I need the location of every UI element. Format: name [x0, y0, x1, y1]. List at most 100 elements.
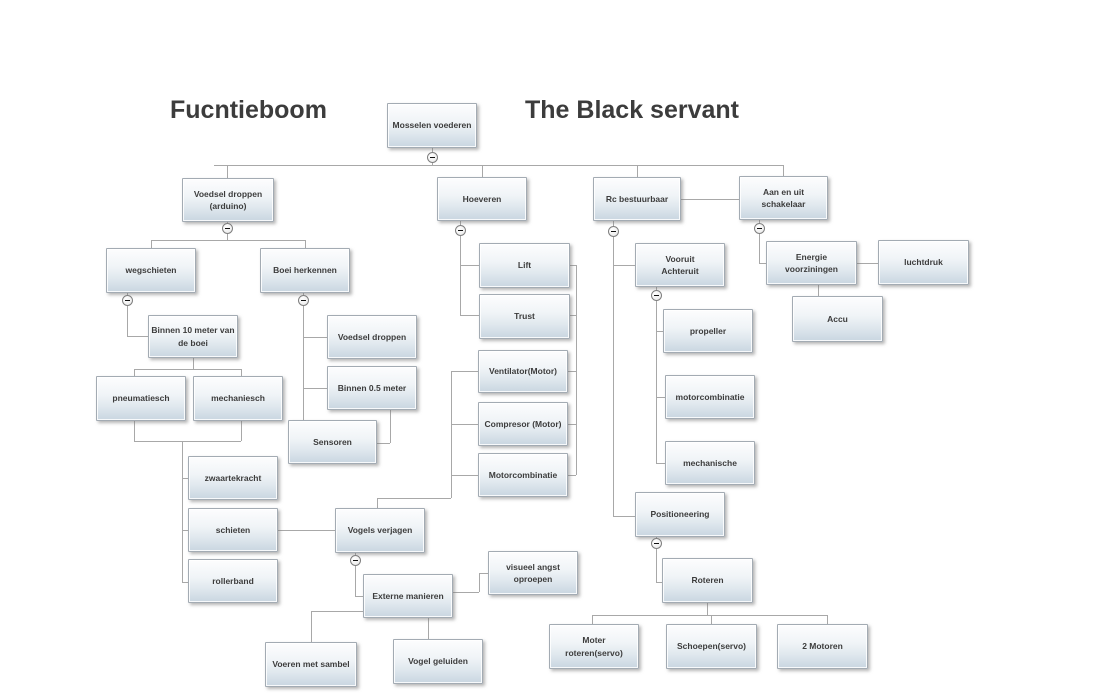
- node-2-motoren[interactable]: 2 Motoren: [777, 624, 868, 669]
- collapse-toggle-minus-icon[interactable]: [650, 289, 662, 301]
- node-sensoren[interactable]: Sensoren: [288, 420, 377, 464]
- connector-line: [377, 443, 390, 444]
- node-pneumatiesch[interactable]: pneumatiesch: [96, 376, 186, 421]
- node-boei-herkennen[interactable]: Boei herkennen: [260, 248, 350, 293]
- node-mechanische[interactable]: mechanische: [665, 441, 755, 485]
- connector-line: [613, 221, 614, 516]
- connector-line: [479, 573, 488, 574]
- connector-line: [377, 498, 451, 499]
- connector-line: [656, 287, 657, 463]
- node-rollerband[interactable]: rollerband: [188, 559, 278, 603]
- connector-line: [355, 596, 363, 597]
- connector-line: [656, 537, 657, 582]
- node-zwaartekracht[interactable]: zwaartekracht: [188, 456, 278, 500]
- node-trust[interactable]: Trust: [479, 294, 570, 339]
- connector-line: [656, 463, 665, 464]
- collapse-toggle-minus-icon[interactable]: [121, 294, 133, 306]
- node-schoepen-servo[interactable]: Schoepen(servo): [666, 624, 757, 669]
- connector-line: [613, 516, 635, 517]
- node-vogel-geluiden[interactable]: Vogel geluiden: [393, 639, 483, 684]
- connector-line: [127, 336, 148, 337]
- connector-line: [613, 265, 635, 266]
- node-voedsel-droppen-arduino[interactable]: Voedsel droppen (arduino): [182, 178, 274, 222]
- node-hoeveren[interactable]: Hoeveren: [437, 177, 527, 221]
- connector-line: [479, 573, 480, 592]
- connector-line: [127, 293, 128, 336]
- connector-line: [681, 199, 739, 200]
- node-ventilator-motor[interactable]: Ventilator(Motor): [478, 350, 568, 393]
- connector-line: [568, 424, 576, 425]
- connector-line: [390, 410, 391, 443]
- connector-line: [759, 220, 760, 263]
- node-binnen-10-meter-van-de-boei[interactable]: Binnen 10 meter van de boei: [148, 315, 238, 358]
- node-accu[interactable]: Accu: [792, 296, 883, 342]
- connector-line: [827, 615, 828, 624]
- node-mosselen-voederen[interactable]: Mosselen voederen: [387, 103, 477, 148]
- connector-line: [303, 388, 327, 389]
- connector-line: [451, 371, 452, 498]
- connector-line: [576, 265, 577, 475]
- node-externe-manieren[interactable]: Externe manieren: [363, 574, 453, 618]
- connector-line: [460, 315, 479, 316]
- node-mechaniesch[interactable]: mechaniesch: [193, 376, 283, 421]
- node-binnen-0-5-meter[interactable]: Binnen 0.5 meter: [327, 366, 417, 410]
- node-roteren[interactable]: Roteren: [662, 558, 753, 603]
- connector-line: [482, 165, 483, 177]
- connector-line: [460, 265, 479, 266]
- connector-line: [857, 263, 878, 264]
- collapse-toggle-minus-icon[interactable]: [349, 554, 361, 566]
- collapse-toggle-minus-icon[interactable]: [297, 294, 309, 306]
- node-lift[interactable]: Lift: [479, 243, 570, 288]
- node-schieten[interactable]: schieten: [188, 508, 278, 552]
- connector-line: [592, 615, 827, 616]
- connector-line: [656, 582, 662, 583]
- node-motorcombinatie[interactable]: Motorcombinatie: [478, 453, 568, 497]
- connector-line: [303, 293, 304, 420]
- connector-line: [182, 582, 188, 583]
- node-vooruit-achteruit[interactable]: Vooruit Achteruit: [635, 243, 725, 287]
- diagram-title-left: Fucntieboom: [170, 96, 327, 124]
- collapse-toggle-minus-icon[interactable]: [426, 151, 438, 163]
- connector-line: [570, 315, 576, 316]
- node-energie-voorziningen[interactable]: Energie voorziningen: [766, 241, 857, 285]
- connector-line: [151, 240, 305, 241]
- node-voeren-met-sambel[interactable]: Voeren met sambel: [265, 642, 357, 687]
- connector-line: [182, 441, 183, 582]
- connector-line: [818, 285, 819, 296]
- connector-line: [134, 441, 241, 442]
- connector-line: [377, 498, 378, 508]
- connector-line: [592, 615, 593, 624]
- collapse-toggle-minus-icon[interactable]: [607, 225, 619, 237]
- collapse-toggle-minus-icon[interactable]: [221, 222, 233, 234]
- connector-line: [278, 530, 335, 531]
- collapse-toggle-minus-icon[interactable]: [650, 537, 662, 549]
- node-compresor-motor[interactable]: Compresor (Motor): [478, 402, 568, 446]
- node-aan-en-uit-schakelaar[interactable]: Aan en uit schakelaar: [739, 176, 828, 220]
- collapse-toggle-minus-icon[interactable]: [753, 222, 765, 234]
- connector-line: [227, 165, 228, 178]
- node-luchtdruk[interactable]: luchtdruk: [878, 240, 969, 285]
- connector-line: [637, 165, 638, 177]
- connector-line: [134, 369, 135, 376]
- node-motorcombinatie[interactable]: motorcombinatie: [665, 375, 755, 419]
- node-propeller[interactable]: propeller: [663, 309, 753, 353]
- node-positioneering[interactable]: Positioneering: [635, 492, 725, 537]
- node-visueel-angst-oproepen[interactable]: visueel angst oproepen: [488, 551, 578, 595]
- node-moter-roteren-servo[interactable]: Moter roteren(servo): [549, 624, 639, 669]
- connector-line: [355, 553, 356, 596]
- connector-line: [656, 331, 663, 332]
- connector-line: [182, 478, 188, 479]
- node-rc-bestuurbaar[interactable]: Rc bestuurbaar: [593, 177, 681, 221]
- diagram-title-right: The Black servant: [525, 96, 739, 124]
- connector-line: [311, 611, 312, 642]
- connector-line: [656, 397, 665, 398]
- node-wegschieten[interactable]: wegschieten: [106, 248, 196, 293]
- connector-line: [193, 358, 194, 369]
- connector-line: [451, 424, 478, 425]
- connector-line: [428, 618, 429, 639]
- connector-line: [451, 475, 478, 476]
- node-voedsel-droppen[interactable]: Voedsel droppen: [327, 315, 417, 359]
- collapse-toggle-minus-icon[interactable]: [454, 224, 466, 236]
- node-vogels-verjagen[interactable]: Vogels verjagen: [335, 508, 425, 553]
